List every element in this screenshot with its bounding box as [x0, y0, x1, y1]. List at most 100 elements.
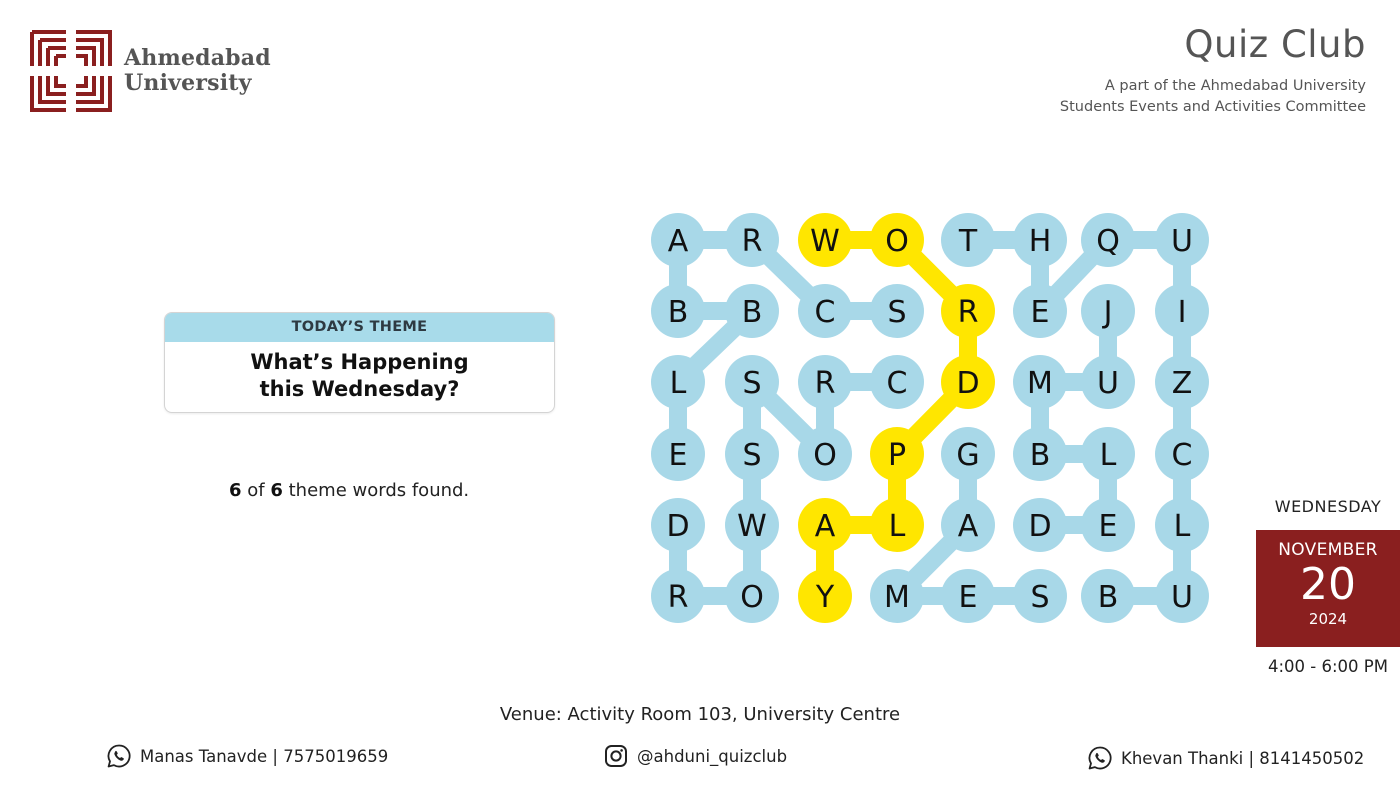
whatsapp-icon	[107, 744, 131, 768]
total-count: 6	[270, 480, 283, 501]
contact-manas[interactable]: Manas Tanavde | 7575019659	[106, 743, 388, 769]
letter-cell[interactable]: L	[1155, 498, 1209, 552]
letter: L	[1100, 438, 1117, 473]
letter-bubble	[725, 284, 779, 338]
letter: S	[742, 438, 761, 473]
letter-cell[interactable]: L	[870, 498, 924, 552]
letter: W	[810, 224, 840, 259]
letter-cell[interactable]: B	[651, 284, 705, 338]
letter-cell[interactable]: C	[870, 355, 924, 409]
letter-cell[interactable]: T	[941, 213, 995, 267]
letter-cell[interactable]: L	[1081, 427, 1135, 481]
letter-cell[interactable]: E	[651, 427, 705, 481]
letter-cell[interactable]: O	[725, 569, 779, 623]
letter-cell[interactable]: J	[1081, 284, 1135, 338]
letter-cell[interactable]: H	[1013, 213, 1067, 267]
letter-cell[interactable]: C	[1155, 427, 1209, 481]
letter: D	[956, 366, 979, 401]
letter-cell[interactable]: R	[725, 213, 779, 267]
letter-bubble	[1155, 498, 1209, 552]
whatsapp-icon	[1088, 746, 1112, 770]
letter-bubble	[651, 284, 705, 338]
letter: R	[742, 224, 763, 259]
letter: P	[888, 438, 906, 473]
letter: D	[1028, 509, 1051, 544]
letter-cell[interactable]: R	[941, 284, 995, 338]
letter-cell[interactable]: S	[725, 355, 779, 409]
letter-cell[interactable]: U	[1081, 355, 1135, 409]
letter-bubble	[1155, 355, 1209, 409]
letter-cell[interactable]: D	[1013, 498, 1067, 552]
letter: U	[1171, 580, 1193, 615]
letter-cell[interactable]: Q	[1081, 213, 1135, 267]
letter-cell[interactable]: B	[725, 284, 779, 338]
letter: C	[887, 366, 908, 401]
letter-cell[interactable]: D	[941, 355, 995, 409]
word-path-games	[888, 445, 1049, 605]
letter-bubble	[870, 569, 924, 623]
letter-cell[interactable]: W	[798, 213, 852, 267]
letter-cell[interactable]: E	[941, 569, 995, 623]
logo-line-1: Ahmedabad	[124, 45, 271, 71]
letter-cell[interactable]: R	[651, 569, 705, 623]
contact-khevan-text: Khevan Thanki | 8141450502	[1121, 748, 1365, 768]
word-path-thequizclub	[959, 231, 1191, 605]
letter-cell[interactable]: P	[870, 427, 924, 481]
letter-cell[interactable]: I	[1155, 284, 1209, 338]
letter-cell[interactable]: A	[941, 498, 995, 552]
letter-cell[interactable]: W	[725, 498, 779, 552]
letter-cell[interactable]: B	[1013, 427, 1067, 481]
letter-bubble	[651, 213, 705, 267]
theme-card: TODAY’S THEME What’s Happening this Wedn…	[164, 312, 555, 413]
word-path-crossword	[669, 373, 906, 605]
contact-khevan[interactable]: Khevan Thanki | 8141450502	[1087, 745, 1364, 771]
letter-bubble	[1081, 355, 1135, 409]
letter-cell[interactable]: M	[1013, 355, 1067, 409]
letter: U	[1097, 366, 1119, 401]
letter-cell[interactable]: O	[798, 427, 852, 481]
letter-cell[interactable]: U	[1155, 569, 1209, 623]
letter-bubble	[798, 569, 852, 623]
letter: U	[1171, 224, 1193, 259]
word-path-scrabble	[669, 231, 906, 463]
letter-cell[interactable]: O	[870, 213, 924, 267]
letter-cell[interactable]: Y	[798, 569, 852, 623]
letter-bubble	[725, 355, 779, 409]
letter-cell[interactable]: Z	[1155, 355, 1209, 409]
letter-bubble	[651, 355, 705, 409]
letter: I	[1178, 295, 1187, 330]
club-subtitle-line-2: Students Events and Activities Committee	[1059, 99, 1366, 115]
letter-cell[interactable]: R	[798, 355, 852, 409]
letter: B	[1030, 438, 1051, 473]
letter-cell[interactable]: E	[1081, 498, 1135, 552]
letter-bubble	[870, 213, 924, 267]
letter-bubble	[1013, 213, 1067, 267]
letter-cell[interactable]: U	[1155, 213, 1209, 267]
letter-cell[interactable]: S	[725, 427, 779, 481]
club-header: Quiz Club A part of the Ahmedabad Univer…	[1060, 22, 1366, 118]
letter-cell[interactable]: M	[870, 569, 924, 623]
letter-cell[interactable]: L	[651, 355, 705, 409]
letter-cell[interactable]: S	[1013, 569, 1067, 623]
letter-bubble	[941, 213, 995, 267]
letter-cell[interactable]: A	[798, 498, 852, 552]
letter-cell[interactable]: E	[1013, 284, 1067, 338]
letter-cell[interactable]: D	[651, 498, 705, 552]
letter: L	[670, 366, 687, 401]
letter: A	[815, 509, 836, 544]
letter-bubble	[798, 284, 852, 338]
letter-cell[interactable]: C	[798, 284, 852, 338]
instagram-handle[interactable]: @ahduni_quizclub	[603, 743, 787, 769]
letter: S	[887, 295, 906, 330]
event-date: WEDNESDAY NOVEMBER 20 2024 4:00 - 6:00 P…	[1256, 497, 1400, 676]
letter-cell[interactable]: G	[941, 427, 995, 481]
event-venue: Venue: Activity Room 103, University Cen…	[499, 704, 901, 725]
letter-cell[interactable]: B	[1081, 569, 1135, 623]
letter-cell[interactable]: S	[870, 284, 924, 338]
letter-bubble	[870, 427, 924, 481]
letter-bubble	[1081, 213, 1135, 267]
letter-cell[interactable]: A	[651, 213, 705, 267]
letter-bubble	[651, 569, 705, 623]
letter-bubble	[941, 498, 995, 552]
